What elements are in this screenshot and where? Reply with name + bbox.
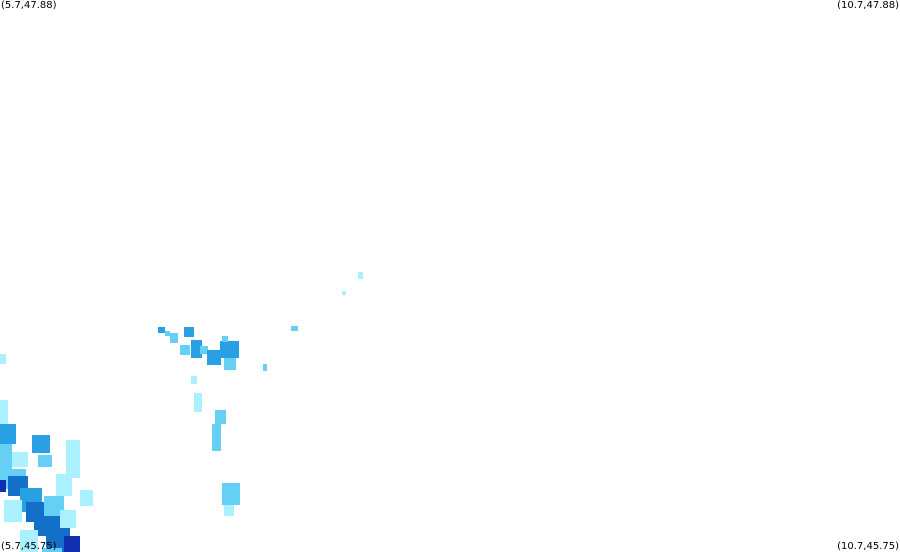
corner-coordinate-top-left: (5.7,47.88) [1, 0, 57, 11]
precip-cell [0, 480, 6, 492]
precip-cell [224, 505, 234, 516]
precip-cell [64, 536, 80, 552]
precip-cell [0, 444, 12, 469]
precip-cell [191, 340, 202, 358]
precip-cell [66, 440, 80, 478]
precipitation-cluster-northwest [158, 272, 363, 516]
precip-cell [60, 510, 76, 528]
precip-cell [12, 452, 28, 467]
precip-cell [222, 336, 228, 342]
precip-cell [207, 350, 221, 365]
precip-cell [224, 358, 236, 370]
precip-cell [215, 410, 226, 424]
precip-cell [191, 376, 197, 384]
precip-cell [0, 424, 16, 444]
precip-cell [358, 272, 363, 279]
precipitation-band-southwest [0, 354, 93, 552]
precip-cell [4, 500, 22, 522]
precip-cell [32, 435, 50, 453]
precip-cell [38, 455, 52, 467]
precip-cell [20, 530, 38, 552]
precip-cell [56, 474, 72, 496]
precip-cell [0, 400, 8, 424]
precip-cell [291, 326, 298, 331]
precip-cell [170, 333, 178, 343]
precip-cell [184, 327, 194, 337]
precip-cell [80, 490, 93, 506]
precip-cell [194, 393, 202, 412]
precip-cell [0, 354, 6, 364]
precip-cell [200, 346, 208, 354]
precip-cell [42, 548, 62, 552]
corner-coordinate-top-right: (10.7,47.88) [837, 0, 899, 11]
precip-cell [165, 331, 170, 336]
precip-cell [220, 341, 239, 358]
precip-cell [180, 345, 190, 355]
precip-cell [222, 483, 240, 505]
precip-cell [263, 364, 267, 371]
corner-coordinate-bottom-left: (5.7,45.75) [1, 541, 57, 552]
corner-coordinate-bottom-right: (10.7,45.75) [837, 541, 899, 552]
precip-cell [342, 291, 346, 295]
precip-cell [212, 424, 221, 451]
precip-cell [158, 327, 165, 333]
precip-cell [44, 496, 64, 516]
